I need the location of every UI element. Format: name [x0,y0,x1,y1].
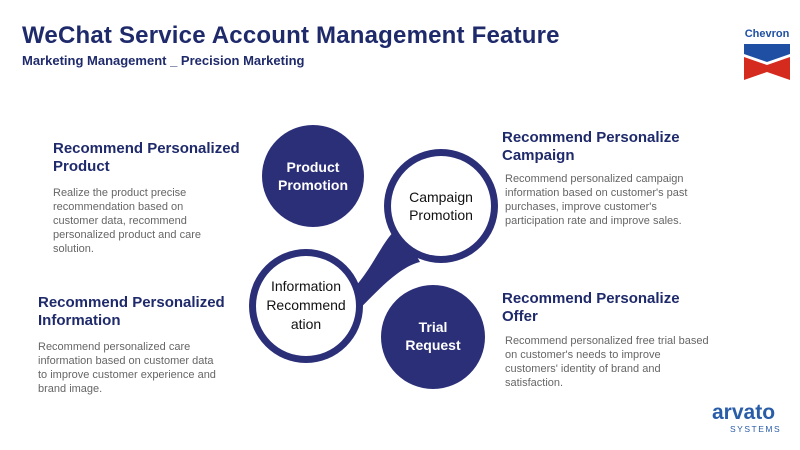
chevron-logo: Chevron [740,28,794,84]
offer-heading: Recommend Personalize Offer [502,290,680,325]
arvato-logo-main: arvato [712,401,776,424]
information-recommendation-label: Information Recommend ation [266,277,346,332]
chevron-logo-text: Chevron [744,28,790,40]
chevron-emblem-icon [744,44,790,80]
arvato-logo: arvato SYSTEMS [712,401,796,435]
slide-title: WeChat Service Account Management Featur… [22,22,560,49]
arvato-logo-sub: SYSTEMS [730,424,782,434]
campaign-description: Recommend personalized campaign informat… [505,173,688,227]
campaign-promotion-label: Campaign Promotion [409,189,473,223]
product-heading: Recommend Personalized Product [53,140,240,175]
information-recommendation-inner [256,256,356,356]
trial-request-label: Trial Request [405,319,461,353]
offer-description: Recommend personalized free trial based … [505,335,709,389]
product-description: Realize the product precise recommendati… [53,187,201,255]
information-description: Recommend personalized care information … [38,341,216,395]
trial-request-circle [381,285,485,389]
campaign-heading: Recommend Personalize Campaign [502,129,680,164]
campaign-promotion-inner [391,156,491,256]
product-promotion-label: Product Promotion [278,159,348,193]
product-promotion-circle [262,125,364,227]
information-heading: Recommend Personalized Information [38,294,225,329]
slide-subtitle: Marketing Management _ Precision Marketi… [22,53,305,68]
